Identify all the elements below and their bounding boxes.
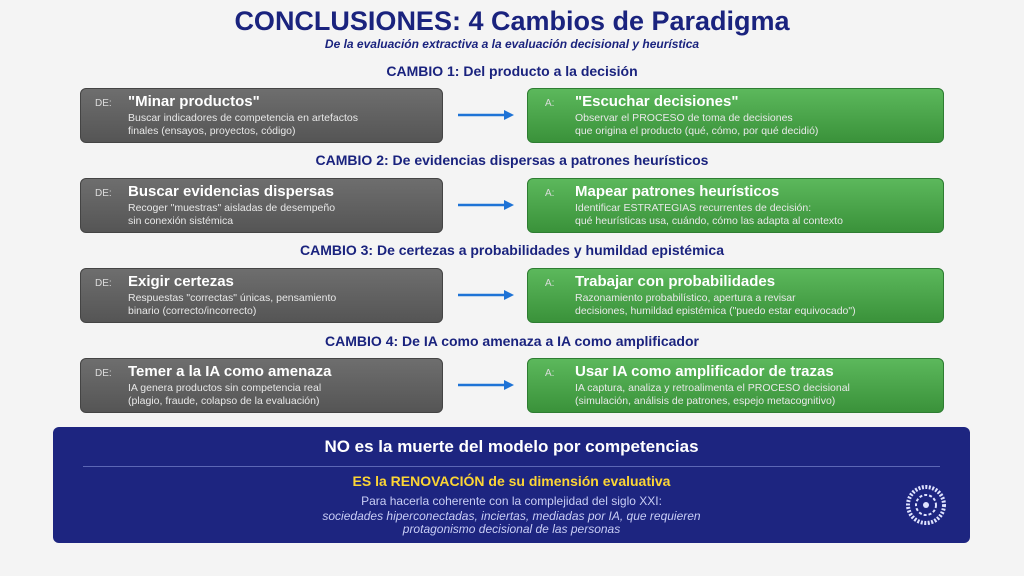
change-heading: CAMBIO 3: De certezas a probabilidades y… [299, 242, 724, 258]
from-card: DE: "Minar productos" Buscar indicadores… [80, 88, 443, 143]
description-line: Respuestas "correctas" únicas, pensamien… [128, 292, 337, 304]
change-heading: CAMBIO 4: De IA como amenaza a IA como a… [325, 333, 699, 349]
conclusion-highlight: ES la RENOVACIÓN de su dimensión evaluat… [352, 473, 671, 489]
to-label: A: [545, 278, 555, 289]
to-title: Trabajar con probabilidades [575, 273, 776, 290]
to-card: A: "Escuchar decisiones" Observar el PRO… [527, 88, 944, 143]
to-label: A: [545, 98, 555, 109]
from-title: Buscar evidencias dispersas [128, 183, 334, 200]
divider [83, 466, 940, 467]
description-line: finales (ensayos, proyectos, código) [128, 125, 296, 137]
page-subtitle: De la evaluación extractiva a la evaluac… [324, 37, 700, 51]
description-line: IA genera productos sin competencia real [128, 382, 322, 394]
page-title: CONCLUSIONES: 4 Cambios de Paradigma [234, 6, 790, 36]
from-card: DE: Buscar evidencias dispersas Recoger … [80, 178, 443, 233]
to-label: A: [545, 368, 555, 379]
conclusion-text: Para hacerla coherente con la complejida… [361, 494, 662, 508]
to-title: Mapear patrones heurísticos [575, 183, 780, 200]
to-card: A: Usar IA como amplificador de trazas I… [527, 358, 944, 413]
from-description: IA genera productos sin competencia real… [128, 382, 321, 408]
from-card: DE: Temer a la IA como amenaza IA genera… [80, 358, 443, 413]
description-line: Observar el PROCESO de toma de decisione… [575, 112, 793, 124]
from-label: DE: [95, 98, 112, 109]
to-description: Identificar ESTRATEGIAS recurrentes de d… [575, 202, 843, 228]
from-title: "Minar productos" [128, 93, 260, 110]
to-description: IA captura, analiza y retroalimenta el P… [575, 382, 850, 408]
description-line: sin conexión sistémica [128, 215, 234, 227]
arrow-right-icon [458, 290, 514, 300]
description-line: Recoger "muestras" aisladas de desempeño [128, 202, 336, 214]
to-card: A: Mapear patrones heurísticos Identific… [527, 178, 944, 233]
description-line: Razonamiento probabilístico, apertura a … [575, 292, 796, 304]
description-line: Buscar indicadores de competencia en art… [128, 112, 358, 124]
conclusion-detail-line: protagonismo decisional de las personas [402, 522, 621, 536]
conclusion-panel: NO es la muerte del modelo por competenc… [53, 427, 970, 543]
conclusion-detail: sociedades hiperconectadas, inciertas, m… [53, 510, 970, 536]
change-heading: CAMBIO 2: De evidencias dispersas a patr… [315, 152, 709, 168]
from-card: DE: Exigir certezas Respuestas "correcta… [80, 268, 443, 323]
description-line: Identificar ESTRATEGIAS recurrentes de d… [575, 202, 812, 214]
to-card: A: Trabajar con probabilidades Razonamie… [527, 268, 944, 323]
to-description: Razonamiento probabilístico, apertura a … [575, 292, 856, 318]
description-line: (plagio, fraude, colapso de la evaluació… [128, 395, 320, 407]
to-description: Observar el PROCESO de toma de decisione… [575, 112, 818, 138]
from-description: Respuestas "correctas" únicas, pensamien… [128, 292, 336, 318]
to-title: "Escuchar decisiones" [575, 93, 739, 110]
arrow-right-icon [458, 200, 514, 210]
to-title: Usar IA como amplificador de trazas [575, 363, 834, 380]
description-line: que origina el producto (qué, cómo, por … [575, 125, 819, 137]
description-line: IA captura, analiza y retroalimenta el P… [575, 382, 850, 394]
from-title: Exigir certezas [128, 273, 234, 290]
conclusion-headline: NO es la muerte del modelo por competenc… [324, 437, 699, 456]
arrow-right-icon [458, 110, 514, 120]
description-line: (simulación, análisis de patrones, espej… [575, 395, 836, 407]
arrow-right-icon [458, 380, 514, 390]
description-line: binario (correcto/incorrecto) [128, 305, 257, 317]
from-description: Buscar indicadores de competencia en art… [128, 112, 358, 138]
logo-icon [906, 485, 946, 525]
from-label: DE: [95, 278, 112, 289]
description-line: decisiones, humildad epistémica ("puedo … [575, 305, 856, 317]
from-title: Temer a la IA como amenaza [128, 363, 332, 380]
from-label: DE: [95, 368, 112, 379]
conclusion-detail-line: sociedades hiperconectadas, inciertas, m… [322, 509, 701, 523]
from-label: DE: [95, 188, 112, 199]
to-label: A: [545, 188, 555, 199]
from-description: Recoger "muestras" aisladas de desempeño… [128, 202, 335, 228]
description-line: qué heurísticas usa, cuándo, cómo las ad… [575, 215, 843, 227]
change-heading: CAMBIO 1: Del producto a la decisión [386, 63, 638, 79]
